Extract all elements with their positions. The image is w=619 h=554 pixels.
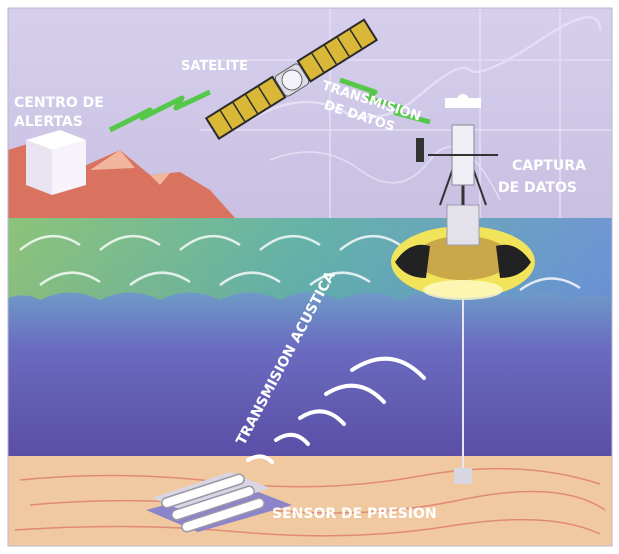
alert-center-label-line1: CENTRO DE	[14, 95, 104, 111]
pressure-sensor	[146, 472, 292, 533]
acoustic-waves	[246, 356, 426, 464]
data-capture-label-line2: DE DATOS	[498, 180, 577, 196]
data-capture-label-line1: CAPTURA	[512, 158, 586, 174]
satellite-label: SATELITE	[181, 59, 248, 74]
anchor-weight	[454, 468, 472, 484]
mountain-highlights	[90, 150, 170, 185]
satellite	[204, 18, 379, 140]
alert-center-building	[26, 130, 86, 195]
alert-center-label-line2: ALERTAS	[14, 114, 83, 130]
signal-to-alert-center	[108, 89, 212, 133]
pressure-sensor-label: SENSOR DE PRESION	[272, 506, 437, 522]
wave-crests	[19, 234, 581, 292]
signal-from-buoy	[339, 77, 431, 125]
seabed-lines	[14, 467, 606, 537]
buoy	[391, 94, 535, 300]
frame	[7, 7, 613, 547]
